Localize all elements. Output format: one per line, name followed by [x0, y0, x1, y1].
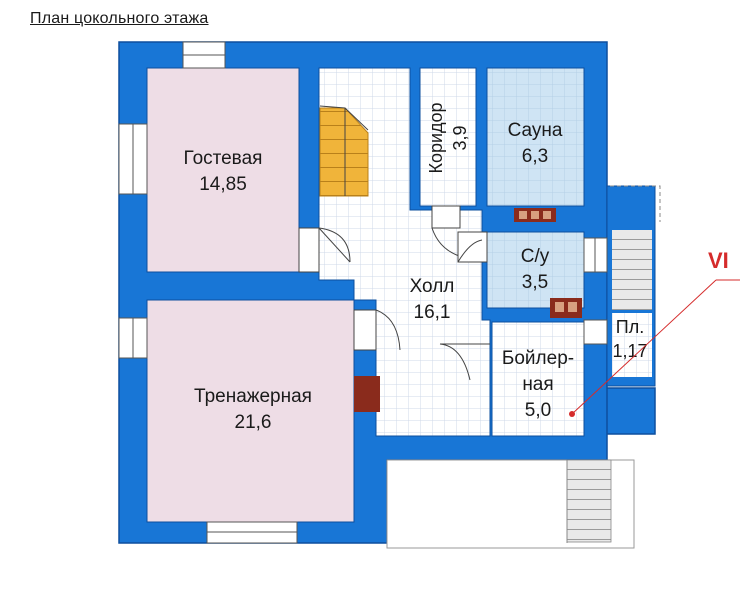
label-boiler-name-1: Бойлер-: [502, 348, 574, 369]
plan-title: План цокольного этажа: [30, 10, 209, 27]
label-gym-name: Тренажерная: [194, 386, 312, 407]
boiler-chimney: [550, 298, 582, 318]
label-boiler-name-2: ная: [522, 374, 553, 395]
room-guest: [146, 67, 300, 273]
room-bathroom: [486, 231, 585, 309]
label-corridor-area: 3,9: [450, 125, 470, 150]
label-platform-area: 1,17: [612, 341, 647, 361]
label-bath-name: С/у: [521, 246, 550, 267]
room-corridor: [419, 67, 477, 207]
windows: [118, 41, 608, 544]
platform-floor: [612, 313, 652, 377]
annotation-dot: [569, 411, 575, 417]
label-guest-area: 14,85: [199, 174, 247, 195]
platform-outline: [610, 185, 661, 222]
room-gym: [146, 299, 355, 523]
terrace-stairs: [566, 459, 612, 543]
label-bath-area: 3,5: [522, 272, 548, 293]
label-hall-area: 16,1: [414, 302, 451, 323]
label-sauna-name: Сауна: [508, 120, 563, 141]
room-sauna: [486, 67, 585, 207]
label-platform-name: Пл.: [616, 317, 644, 337]
platform-stairs: [612, 230, 652, 310]
doors: [298, 205, 490, 381]
label-guest-name: Гостевая: [184, 148, 263, 169]
label-boiler-area: 5,0: [525, 400, 551, 421]
gym-chimney: [354, 376, 380, 412]
annotation-label: VI: [708, 248, 729, 273]
room-boiler: [491, 321, 585, 437]
label-gym-area: 21,6: [235, 412, 272, 433]
label-corridor-name: Коридор: [426, 102, 446, 173]
label-sauna-area: 6,3: [522, 146, 548, 167]
label-hall-name: Холл: [410, 276, 455, 297]
annotation-leader: [571, 279, 717, 415]
